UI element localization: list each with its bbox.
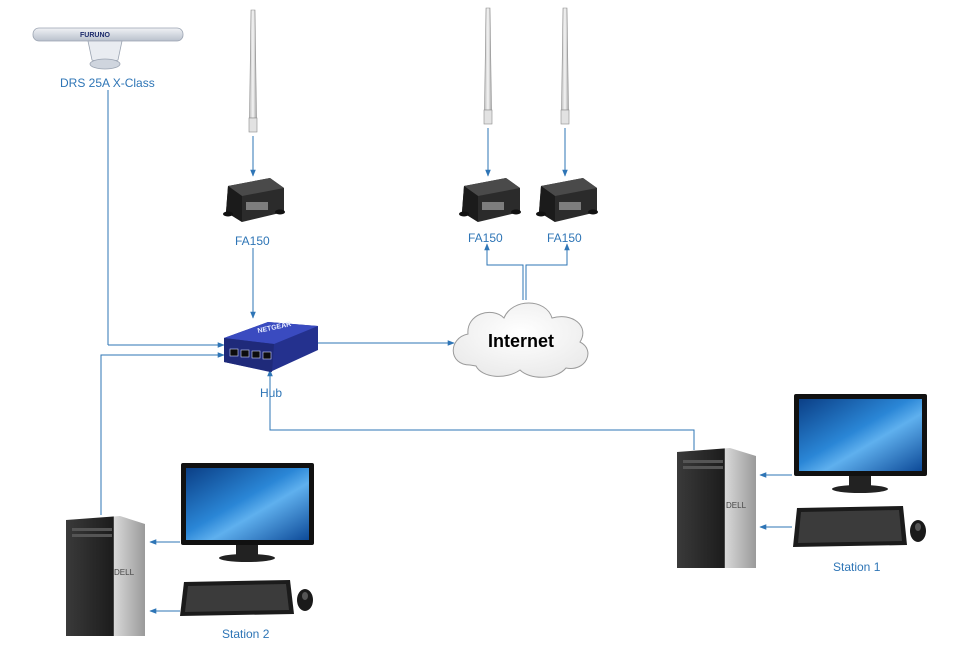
station-2-mouse xyxy=(297,589,313,611)
vhf-antenna-2 xyxy=(483,7,493,125)
station-1: DELL xyxy=(677,394,927,568)
station-2: DELL xyxy=(66,463,314,636)
fa150-label-3: FA150 xyxy=(547,231,582,245)
connectors xyxy=(100,90,792,614)
station2-to-hub-arrow xyxy=(100,352,225,515)
internet-cloud: Internet xyxy=(452,302,589,378)
fa150-receiver-2 xyxy=(459,178,521,222)
station-2-tower: DELL xyxy=(66,516,145,636)
fa150-receiver-1 xyxy=(223,178,285,222)
station-2-keyboard xyxy=(180,580,294,616)
internet-label: Internet xyxy=(488,331,554,351)
network-hub: NETGEAR xyxy=(224,321,318,372)
radar-base xyxy=(89,58,121,70)
station-1-mouse xyxy=(910,520,926,542)
radar-label: DRS 25A X-Class xyxy=(60,76,155,90)
vhf-antenna-3 xyxy=(560,7,570,125)
station-2-monitor xyxy=(181,463,314,562)
radar-brand: FURUNO xyxy=(80,32,110,39)
station-1-label: Station 1 xyxy=(833,560,881,574)
hub-label: Hub xyxy=(260,386,283,400)
svg-text:DELL: DELL xyxy=(726,501,747,510)
fa150-receiver-3 xyxy=(536,178,598,222)
station-2-label: Station 2 xyxy=(222,627,270,641)
radar-antenna: FURUNO xyxy=(32,27,184,70)
vhf-antenna-1 xyxy=(248,9,258,133)
station1-to-hub-arrow xyxy=(267,369,695,450)
fa150-label-2: FA150 xyxy=(468,231,503,245)
svg-text:DELL: DELL xyxy=(114,568,135,577)
internet-to-fa150-left xyxy=(484,243,524,300)
fa150-label-1: FA150 xyxy=(235,234,270,248)
station-1-keyboard xyxy=(793,506,907,547)
internet-to-fa150-right xyxy=(525,243,570,300)
station-1-monitor xyxy=(794,394,927,493)
station-1-tower: DELL xyxy=(677,448,756,568)
